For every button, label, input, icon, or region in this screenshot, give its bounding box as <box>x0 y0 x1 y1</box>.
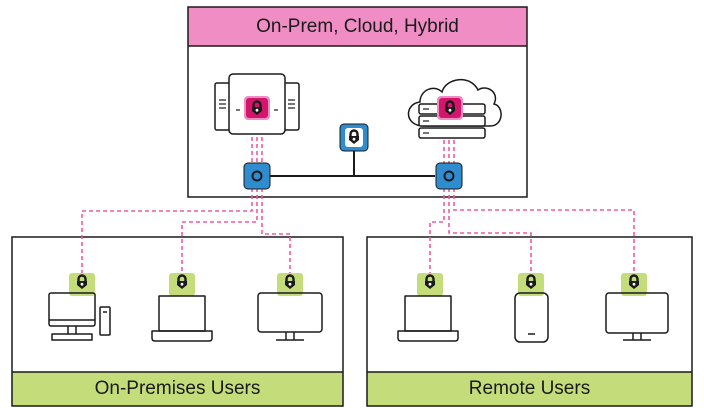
cloud-lock-icon <box>437 96 463 120</box>
onprem-box-title: On-Premises Users <box>94 378 261 399</box>
center-lock-icon <box>339 123 369 152</box>
appliance-lock-icon <box>244 96 270 120</box>
remote-monitor-icon <box>605 292 669 341</box>
green-lock-badges <box>69 273 647 296</box>
desktop-lock-icon <box>69 273 95 296</box>
left-switch-icon <box>243 162 271 190</box>
onprem-box <box>11 236 344 407</box>
desktop-computer-icon <box>48 292 111 341</box>
dashed-links <box>81 130 635 274</box>
phone-lock-icon <box>518 273 544 296</box>
monitor-lock-icon <box>277 273 303 296</box>
remote-box <box>366 236 693 407</box>
top-box-header <box>188 7 527 46</box>
laptop-icon <box>151 295 213 342</box>
mobile-phone-icon <box>514 292 549 343</box>
monitor-icon <box>257 292 323 341</box>
top-box <box>187 6 528 198</box>
top-box-title: On-Prem, Cloud, Hybrid <box>256 15 459 37</box>
laptop-lock-icon <box>169 273 195 296</box>
right-switch-icon <box>435 162 463 190</box>
remote-laptop-icon <box>397 295 459 342</box>
onprem-box-footer <box>12 372 343 406</box>
network-link <box>270 150 435 177</box>
remote-box-footer <box>367 372 692 406</box>
remote-monitor-lock-icon <box>621 273 647 296</box>
remote-box-title: Remote Users <box>468 378 591 399</box>
remote-laptop-lock-icon <box>417 273 443 296</box>
